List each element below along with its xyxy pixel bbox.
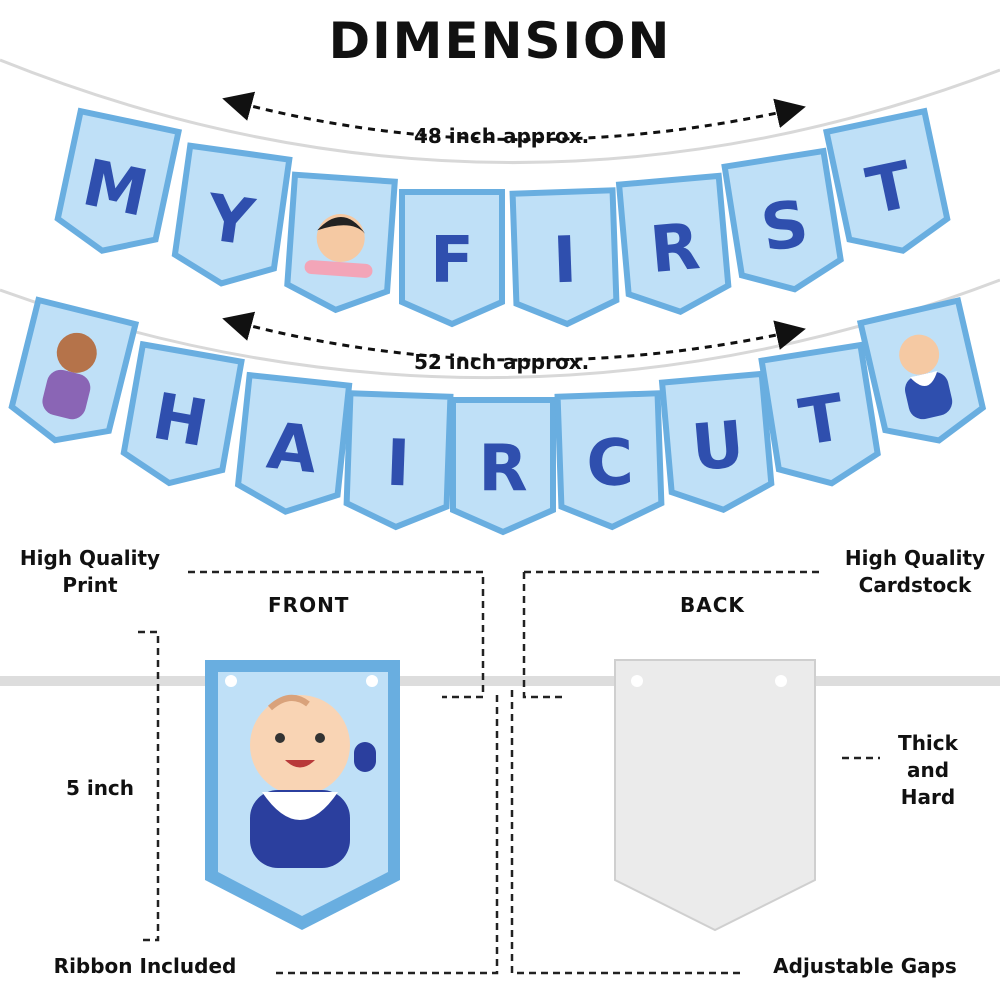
flag-row1-2 [284,171,398,314]
feature-thick: Thick and Hard [898,731,958,809]
flag-letter: R [647,210,703,288]
back-label: BACK [680,593,745,617]
flag-row2-0 [8,296,140,444]
flag-row1-4: I [509,187,620,328]
flag-row1-5: R [615,172,732,316]
flag-row1-0: M [54,107,183,254]
baby-illustration [42,332,97,420]
front-label: FRONT [268,593,350,617]
flag-letter: C [585,426,635,502]
flag-row1-7: T [822,107,951,254]
banner-string-row2 [0,278,1000,380]
feature-cardstock: High Quality Cardstock [844,546,986,597]
callout-lines [138,570,880,975]
feature-gaps: Adjustable Gaps [773,954,957,978]
flag-letter: I [552,224,578,299]
dimension-arrow-row2 [222,311,806,362]
flag-row2-8 [856,296,987,444]
flag-letter: A [264,410,321,489]
flag-row2-5: C [554,390,665,531]
flag-row1-3: F [399,189,505,328]
flag-row2-4: R [450,397,556,536]
flag-row2-6: U [658,370,775,514]
row1-width-label: 48 inch approx. [414,124,590,148]
flag-row2-2: A [234,371,353,515]
flag-letter: I [385,427,411,502]
flag-row2-7: T [758,341,881,487]
baby-illustration [250,695,376,868]
flag-row1-6: S [721,147,844,293]
flag-letter: U [689,408,747,486]
row2-width-label: 52 inch approx. [414,350,590,374]
flag-letter: S [756,187,813,267]
back-card [614,659,816,932]
flag-letter: Y [201,181,259,261]
banner-string-row1 [0,58,1000,165]
flag-row2-3: I [343,390,454,531]
height-label: 5 inch [65,776,135,800]
flag-letter: M [76,146,154,232]
baby-illustration [899,334,953,420]
flag-row2-1: H [120,340,245,487]
flag-letter: F [430,224,474,298]
flag-row1-1: Y [171,142,293,287]
feature-ribbon: Ribbon Included [53,954,237,978]
feature-print: High Quality Print [19,546,161,597]
page-title: DIMENSION [328,12,672,70]
dimension-arrow-row1 [222,91,806,142]
front-card [205,660,400,930]
flag-letter: H [147,380,213,462]
flag-letter: R [478,432,527,506]
baby-illustration [304,214,373,278]
